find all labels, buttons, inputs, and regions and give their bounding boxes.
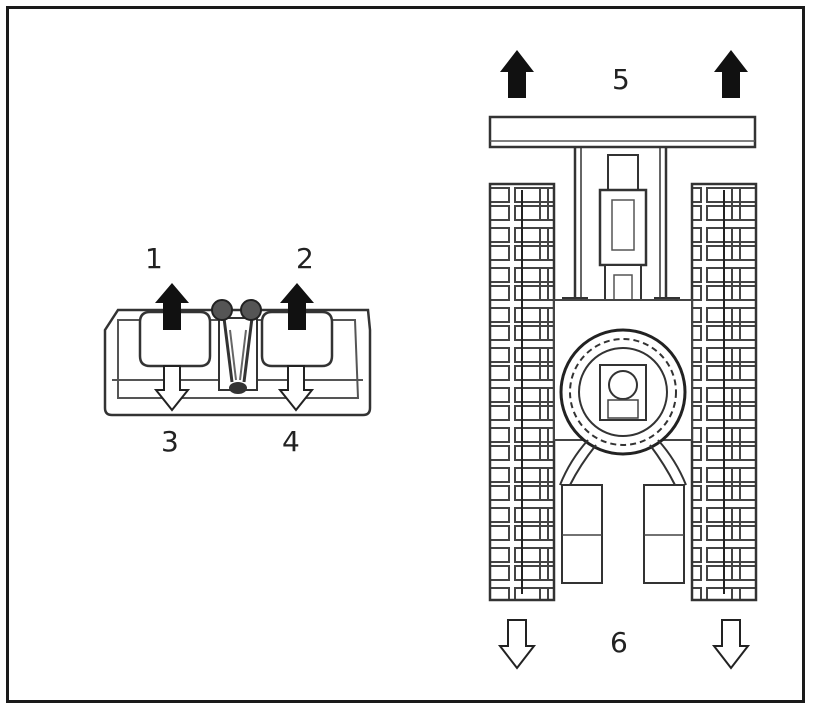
label-4: 4 [282, 425, 300, 458]
arrow-2-icon [280, 283, 314, 330]
label-1: 1 [145, 242, 163, 275]
label-3: 3 [161, 425, 179, 458]
excavator-top-view [488, 115, 758, 602]
label-6: 6 [610, 626, 628, 659]
arrow-5-right-icon [714, 50, 748, 98]
label-2: 2 [296, 242, 314, 275]
dozer-blade [488, 115, 757, 149]
travel-levers [211, 299, 262, 394]
arrow-1-icon [155, 283, 189, 330]
right-travel-pedal [260, 310, 334, 368]
arrow-4-icon [277, 365, 315, 412]
arrow-6-left-icon [497, 619, 537, 670]
arrow-6-right-icon [711, 619, 751, 670]
arrow-3-icon [153, 365, 191, 412]
left-travel-pedal [138, 310, 212, 368]
arrow-5-left-icon [500, 50, 534, 98]
label-5: 5 [612, 63, 630, 96]
control-console [103, 299, 372, 417]
